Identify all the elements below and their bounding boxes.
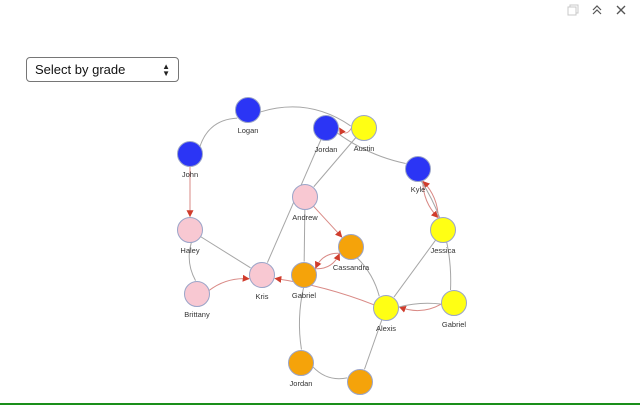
node-circle[interactable] xyxy=(373,295,399,321)
edge-andrew-gabriel1 xyxy=(303,209,306,262)
node-circle[interactable] xyxy=(184,281,210,307)
node-label: Cassandra xyxy=(333,263,370,272)
graph-node-gabriel2[interactable]: Gabriel xyxy=(441,290,467,330)
edges-layer xyxy=(186,106,452,380)
grade-select-value: Select by grade xyxy=(35,62,126,77)
graph-node-kris[interactable]: Kris xyxy=(249,262,275,302)
collapse-window-icon[interactable] xyxy=(590,3,604,17)
graph-node-jordan1[interactable]: Jordan xyxy=(313,115,339,155)
node-circle[interactable] xyxy=(235,97,261,123)
graph-node-andrew[interactable]: Andrew xyxy=(292,184,318,223)
node-label: Jessica xyxy=(430,246,456,255)
edge-austin-jordan1 xyxy=(339,127,352,136)
graph-node-cassandra[interactable]: Cassandra xyxy=(333,234,370,273)
node-circle[interactable] xyxy=(405,156,431,182)
graph-node-john[interactable]: John xyxy=(177,141,203,180)
edge-alexis-unlabeled xyxy=(364,319,383,370)
edge-jordan1-kyle xyxy=(337,132,406,164)
node-circle[interactable] xyxy=(249,262,275,288)
edge-alexis-kris xyxy=(274,275,375,306)
window-controls xyxy=(566,3,628,17)
node-circle[interactable] xyxy=(288,350,314,376)
grade-select[interactable]: Select by grade ▲▼ xyxy=(26,57,179,82)
edge-haley-kris xyxy=(200,236,251,269)
edge-logan-austin xyxy=(260,106,351,127)
edge-andrew-cassandra xyxy=(313,205,343,238)
graph-node-jordan2[interactable]: Jordan xyxy=(288,350,314,389)
node-circle[interactable] xyxy=(351,115,377,141)
node-circle[interactable] xyxy=(177,141,203,167)
node-label: Gabriel xyxy=(442,320,467,329)
edge-haley-brittany xyxy=(188,242,196,281)
graph-node-jessica[interactable]: Jessica xyxy=(430,217,456,256)
graph-node-brittany[interactable]: Brittany xyxy=(184,281,210,320)
edge-jordan2-unlabeled xyxy=(312,366,348,380)
edge-jessica-alexis xyxy=(393,239,437,298)
node-circle[interactable] xyxy=(292,184,318,210)
graph-node-gabriel1[interactable]: Gabriel xyxy=(291,262,317,301)
edge-gabriel2-alexis xyxy=(398,303,442,313)
restore-window-icon[interactable] xyxy=(566,3,580,17)
node-label: Austin xyxy=(354,144,375,153)
graph-node-unlabeled[interactable] xyxy=(347,369,373,395)
node-label: Jordan xyxy=(315,145,338,154)
edge-cassandra-gabriel1 xyxy=(315,252,341,269)
node-circle[interactable] xyxy=(338,234,364,260)
graph-node-alexis[interactable]: Alexis xyxy=(373,295,399,334)
edge-cassandra-alexis xyxy=(356,257,380,297)
node-label: John xyxy=(182,170,198,179)
edge-austin-andrew xyxy=(313,137,357,188)
node-label: Haley xyxy=(180,246,199,255)
edge-gabriel1-jordan2 xyxy=(298,287,305,350)
node-label: Kyle xyxy=(411,185,426,194)
node-label: Jordan xyxy=(290,379,313,388)
edge-brittany-kris xyxy=(208,274,250,291)
node-label: Brittany xyxy=(184,310,210,319)
edge-john-logan xyxy=(199,117,238,147)
close-window-icon[interactable] xyxy=(614,3,628,17)
node-label: Kris xyxy=(256,292,269,301)
node-circle[interactable] xyxy=(441,290,467,316)
node-label: Logan xyxy=(238,126,259,135)
node-label: Gabriel xyxy=(292,291,317,300)
node-circle[interactable] xyxy=(430,217,456,243)
node-circle[interactable] xyxy=(177,217,203,243)
graph-node-austin[interactable]: Austin xyxy=(351,115,377,154)
graph-node-logan[interactable]: Logan xyxy=(235,97,261,136)
select-arrows-icon: ▲▼ xyxy=(162,61,170,78)
node-circle[interactable] xyxy=(347,369,373,395)
graph-node-kyle[interactable]: Kyle xyxy=(405,156,431,195)
node-circle[interactable] xyxy=(291,262,317,288)
node-circle[interactable] xyxy=(313,115,339,141)
node-label: Andrew xyxy=(292,213,318,222)
edge-alexis-gabriel2 xyxy=(398,302,441,308)
graph-node-haley[interactable]: Haley xyxy=(177,217,203,256)
node-label: Alexis xyxy=(376,324,396,333)
